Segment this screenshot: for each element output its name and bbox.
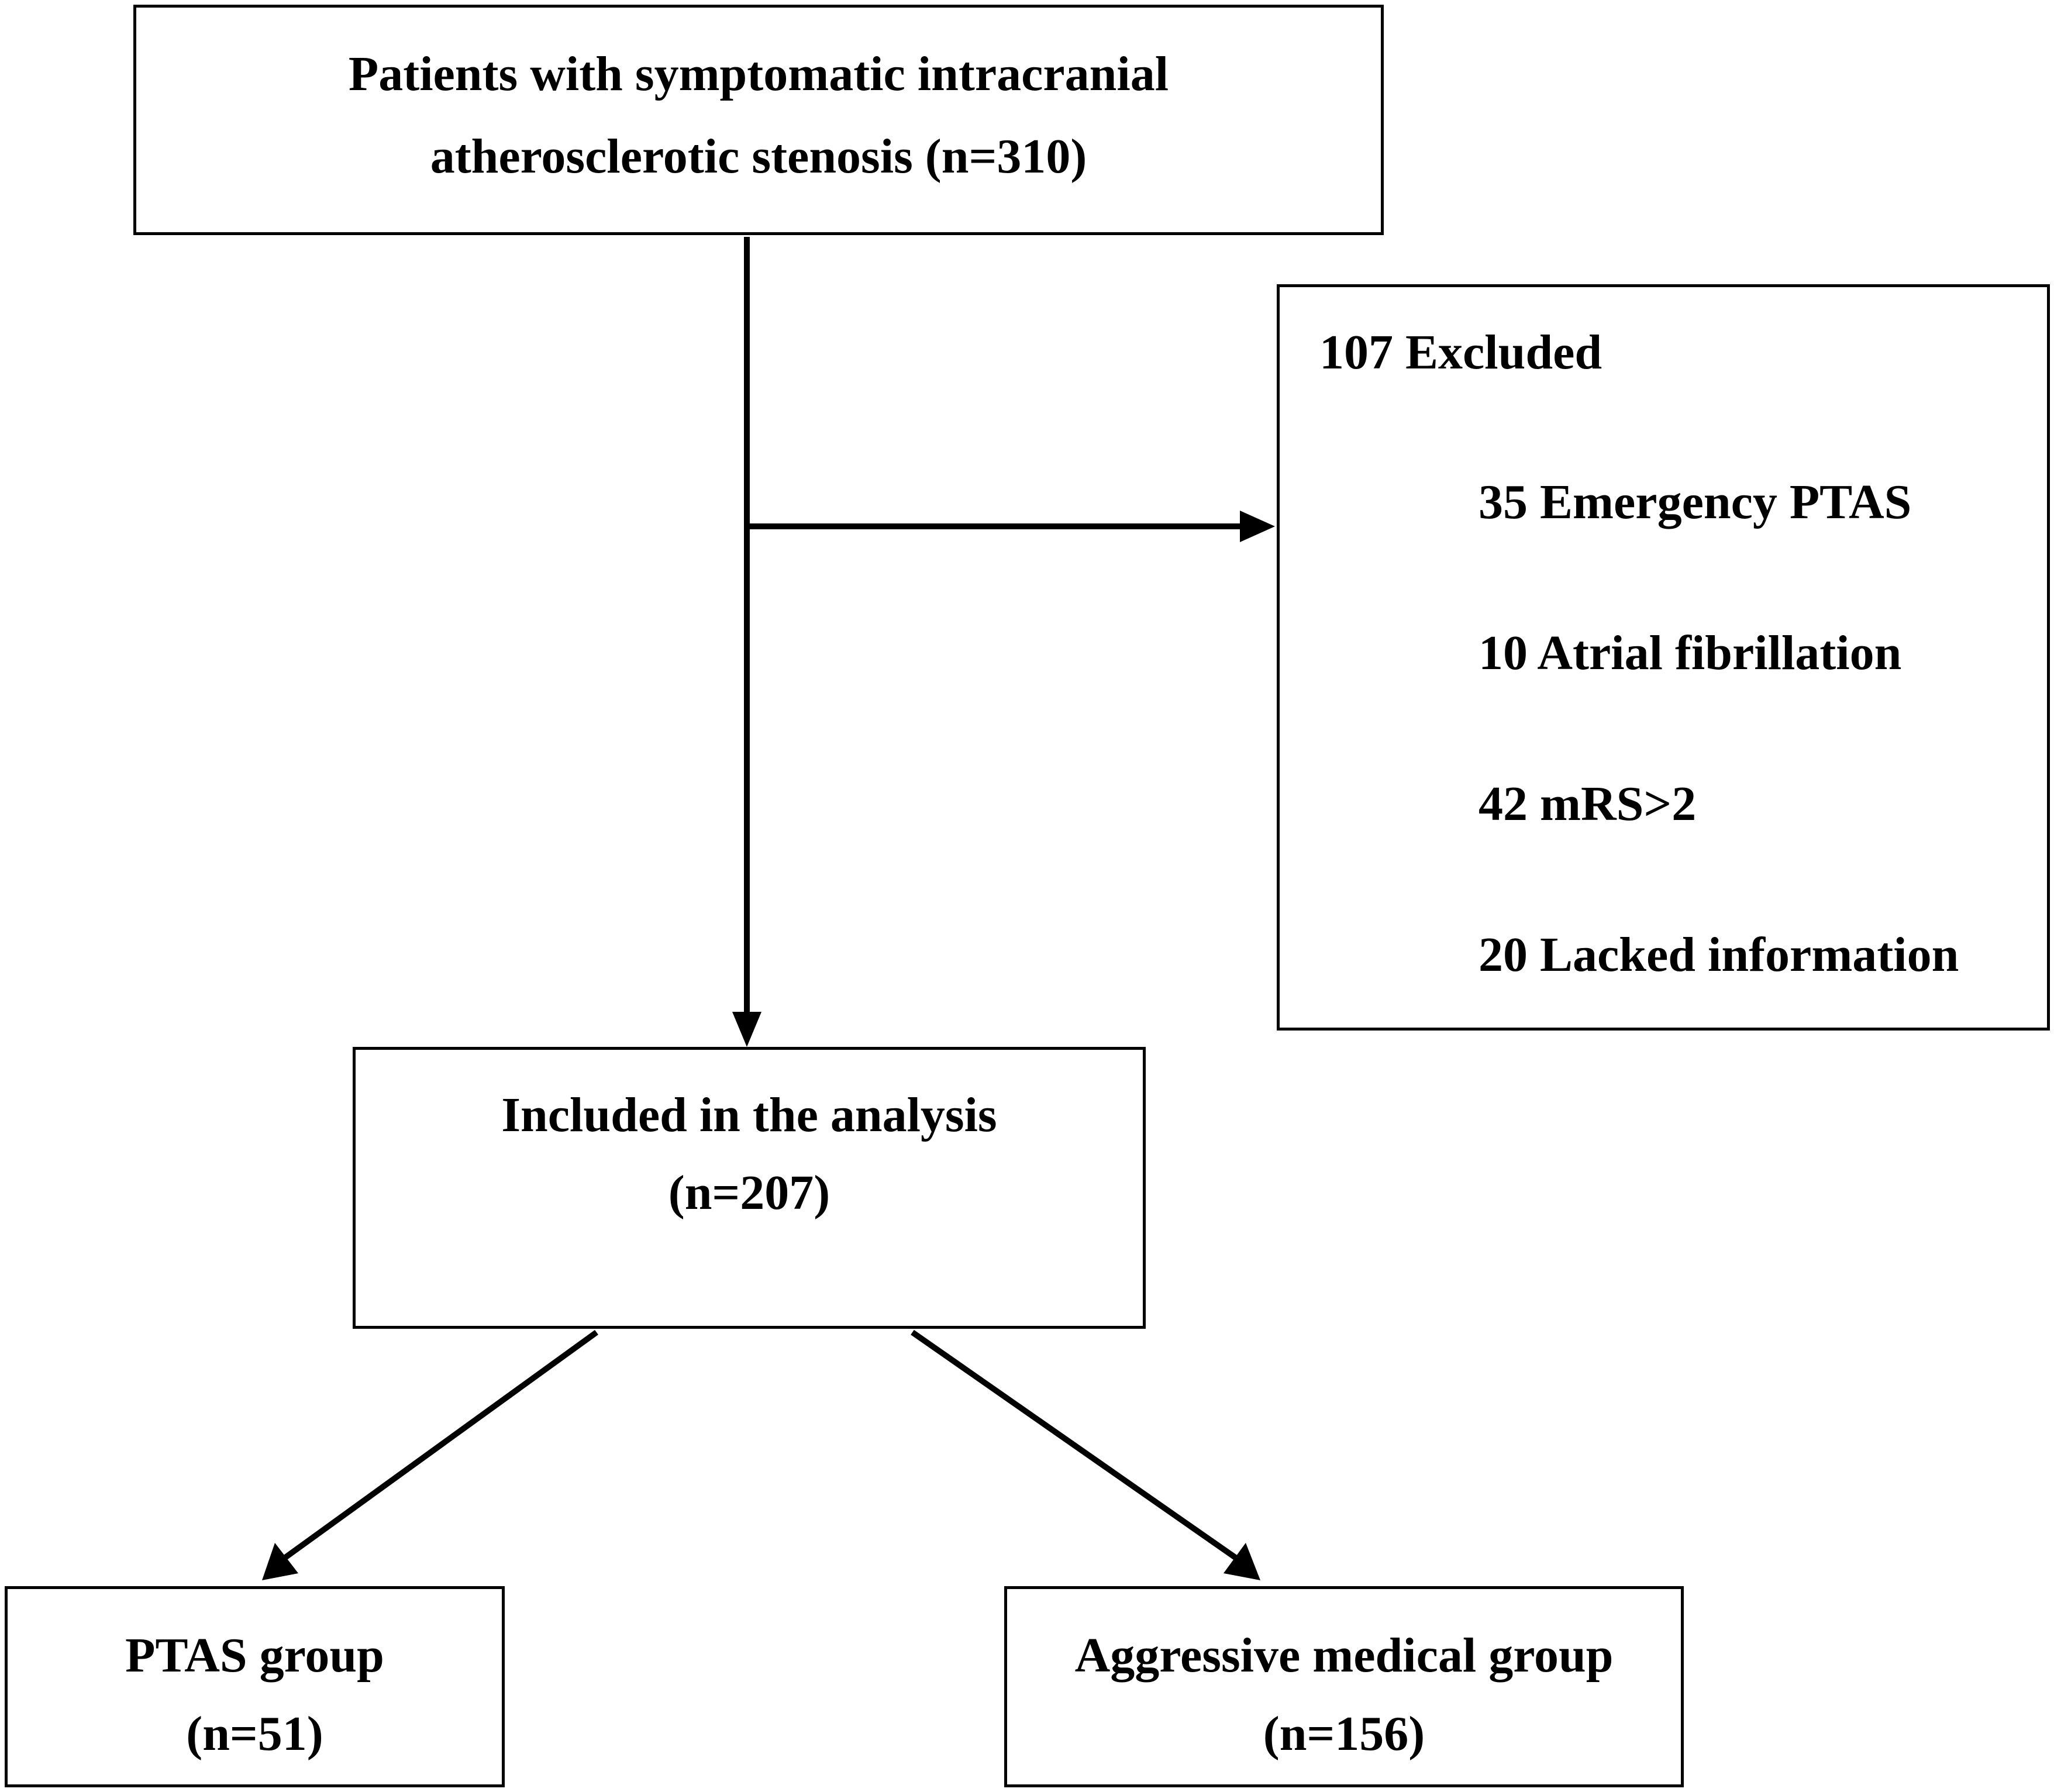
included-line-1: Included in the analysis (501, 1088, 997, 1142)
medical-line-2: (n=156) (1263, 1707, 1425, 1761)
excluded-reason: 42 mRS>2 (1479, 777, 1697, 831)
ptas-line-2: (n=51) (186, 1707, 323, 1761)
excluded-header: 107 Excluded (1319, 325, 1602, 380)
arrow-to-ptas (282, 1329, 598, 1562)
arrow-to-medical (911, 1329, 1239, 1562)
medical-group-box: Aggressive medical group (n=156) (1004, 1586, 1684, 1787)
source-line-1: Patients with symptomatic intracranial (348, 47, 1169, 101)
arrowhead-excluded (1240, 511, 1275, 542)
source-line-2: atherosclerotic stenosis (n=310) (430, 129, 1087, 184)
ptas-group-box: PTAS group (n=51) (5, 1586, 505, 1787)
included-line-2: (n=207) (668, 1166, 830, 1220)
excluded-reason: 20 Lacked information (1479, 928, 1959, 982)
included-box: Included in the analysis (n=207) (353, 1047, 1146, 1329)
arrowhead-included (732, 1012, 761, 1047)
medical-line-1: Aggressive medical group (1074, 1628, 1614, 1683)
excluded-reason: 10 Atrial fibrillation (1479, 626, 1902, 680)
ptas-line-1: PTAS group (125, 1628, 384, 1683)
excluded-reason: 35 Emergency PTAS (1479, 475, 1912, 529)
source-box: Patients with symptomatic intracranial a… (133, 5, 1384, 235)
arrowhead-ptas (262, 1543, 298, 1580)
arrowhead-medical (1224, 1543, 1260, 1580)
excluded-box: 107 Excluded 35 Emergency PTAS 10 Atrial… (1277, 284, 2050, 1031)
